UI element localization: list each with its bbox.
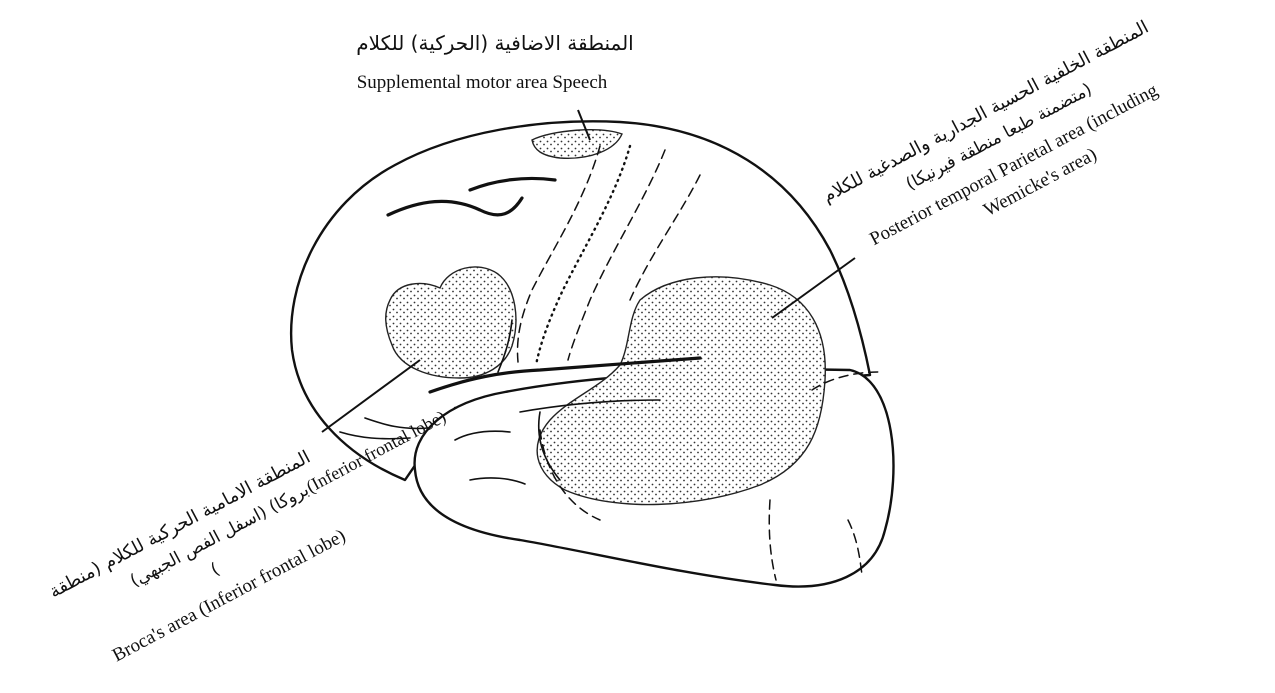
label-supplemental-english: Supplemental motor area Speech [357,72,608,93]
label-broca-arabic-3: ( [208,559,223,580]
brain-outline-group [291,110,893,587]
label-supplemental-arabic: المنطقة الاضافية (الحركية) للكلام [356,31,633,55]
